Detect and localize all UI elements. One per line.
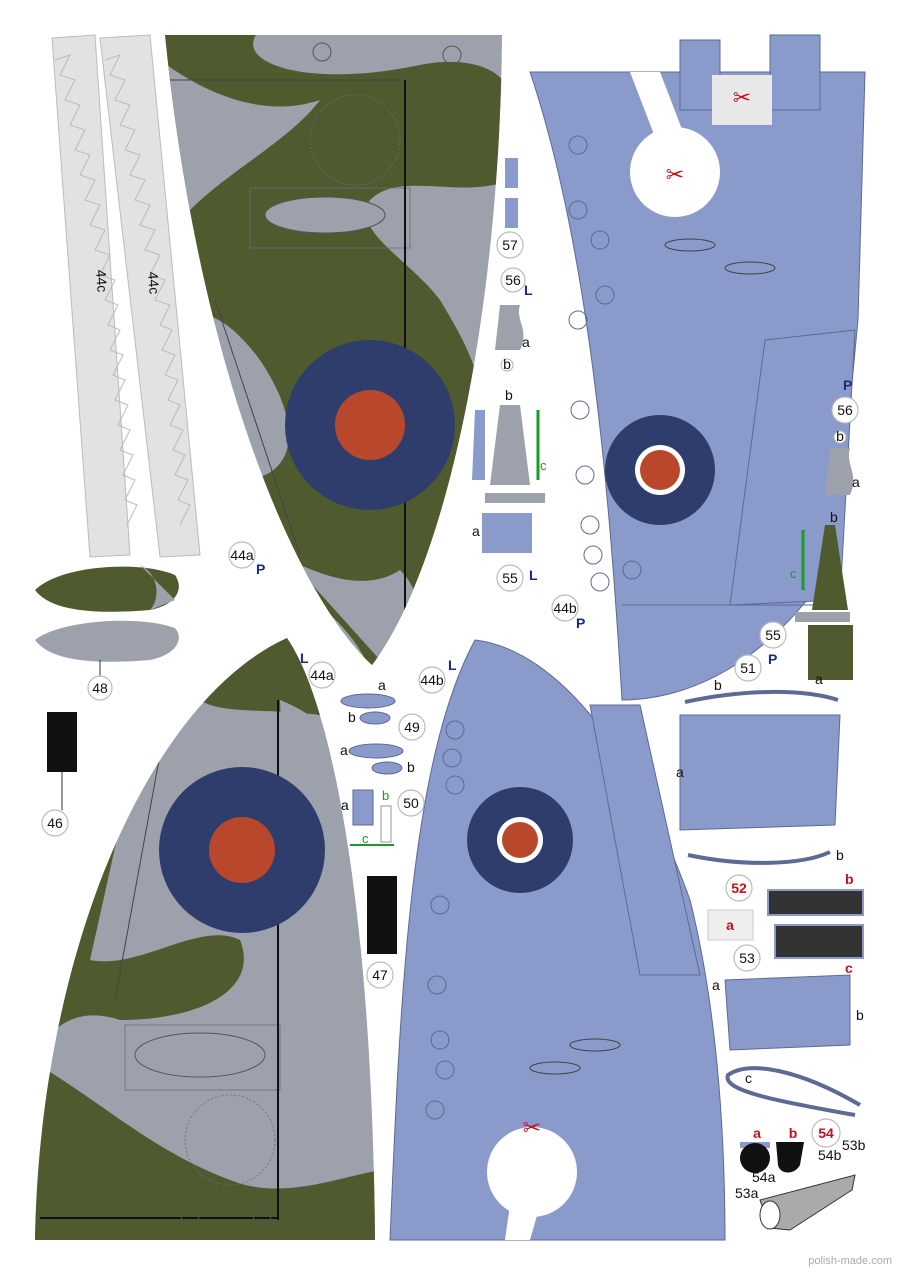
letter-label: b [503, 356, 511, 372]
side-label: L [529, 567, 538, 583]
part-label-44a: 44a [230, 547, 254, 563]
letter-label: b [505, 387, 513, 403]
side-label: P [576, 615, 585, 631]
side-label: L [524, 282, 533, 298]
side-label: L [448, 657, 457, 673]
letter-label: b [845, 871, 854, 887]
part-50: a b c 50 [341, 788, 425, 846]
sub-label: 53b [842, 1137, 866, 1153]
letter-label: a [852, 474, 860, 490]
part-label-50: 50 [403, 795, 419, 811]
part-55-right: b c a 55 P [759, 509, 853, 687]
scissors-icon: ✂ [523, 1115, 541, 1140]
letter-label: b [348, 709, 356, 725]
letter-label: b [714, 677, 722, 693]
letter-label: c [845, 960, 853, 976]
letter-label: b [407, 759, 415, 775]
part-label-54: 54 [818, 1125, 834, 1141]
letter-label: a [726, 917, 734, 933]
side-label: P [843, 377, 852, 393]
part-labels-44: 44a P 44a L 44b P 44b L [228, 541, 585, 694]
part-label-56: 56 [505, 272, 521, 288]
scissors-icon: ✂ [733, 85, 751, 110]
letter-label: a [378, 677, 386, 693]
part-46: 46 [41, 712, 77, 837]
letter-label: a [472, 523, 480, 539]
part-label-51: 51 [740, 660, 756, 676]
letter-label: b [836, 847, 844, 863]
letter-label: b [836, 428, 844, 444]
letter-label: a [341, 797, 349, 813]
part-57: 57 [496, 158, 524, 259]
letter-label: c [362, 831, 369, 846]
part-label-44b: 44b [553, 600, 577, 616]
side-label: P [256, 561, 265, 577]
part-47: 47 [366, 876, 397, 989]
part-51: 51 b a b [676, 654, 844, 865]
side-label: P [768, 651, 777, 667]
sub-label: 54b [818, 1147, 842, 1163]
part-label-53: 53 [739, 950, 755, 966]
part-label-44b: 44b [420, 672, 444, 688]
sub-label: 53a [735, 1185, 759, 1201]
part-55-left: b c a 55 L [472, 387, 547, 592]
part-56-left: 56 L a b [495, 267, 533, 372]
letter-label: c [790, 566, 797, 581]
letter-label: c [540, 458, 547, 473]
part-56-right: P 56 b a [825, 377, 860, 495]
letter-label: a [340, 742, 348, 758]
wing-44b-upper-blue: ✂ ✂ [529, 34, 866, 701]
part-label-52: 52 [731, 880, 747, 896]
part-label-44a: 44a [310, 667, 334, 683]
letter-label: a [676, 764, 684, 780]
part-49: a b a b 49 [340, 677, 426, 775]
wing-44a-lower-camo [35, 638, 375, 1240]
letter-label: b [789, 1125, 798, 1141]
part-label-55: 55 [765, 627, 781, 643]
side-label: L [300, 650, 309, 666]
wing-44a-upper-camo [165, 35, 502, 665]
letter-label: b [856, 1007, 864, 1023]
letter-label: a [815, 671, 823, 687]
letter-label: a [712, 977, 720, 993]
letter-label: a [522, 334, 530, 350]
part-53: 53 a b c [712, 944, 864, 1117]
part-label-56: 56 [837, 402, 853, 418]
part-label-48: 48 [92, 680, 108, 696]
part-label-47: 47 [372, 967, 388, 983]
sub-label: 54a [752, 1169, 776, 1185]
scissors-icon: ✂ [666, 162, 684, 187]
part-label-57: 57 [502, 237, 518, 253]
part-48: 48 [35, 565, 179, 701]
watermark: polish-made.com [808, 1255, 892, 1267]
part-label-49: 49 [404, 719, 420, 735]
part-label-55: 55 [502, 570, 518, 586]
letter-label: a [753, 1125, 761, 1141]
wing-44b-lower-blue: ✂ [389, 639, 726, 1241]
letter-label: c [745, 1070, 752, 1086]
part-label-46: 46 [47, 815, 63, 831]
part-54: a b 54 53a 54a 54b 53b [735, 1118, 866, 1231]
part-label-44c: 44c [93, 269, 111, 293]
letter-label: b [830, 509, 838, 525]
letter-label: b [382, 788, 389, 803]
part-label-44c: 44c [145, 271, 163, 295]
part-52: 52 b a c [707, 871, 864, 976]
strip-44c-left: 44c 44c [51, 34, 201, 558]
